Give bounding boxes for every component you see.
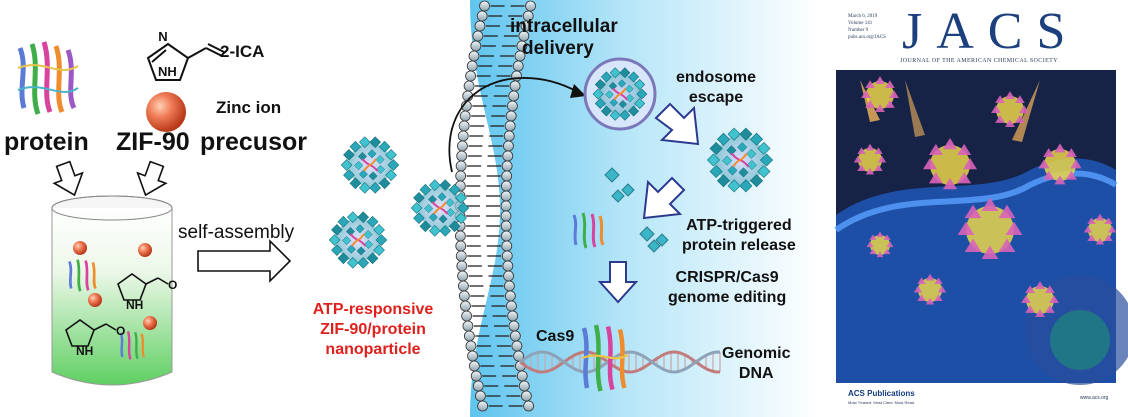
genomic-line1: Genomic <box>722 345 791 362</box>
genomic-line2: DNA <box>738 365 774 382</box>
endosome-label: endosome escape <box>676 68 756 108</box>
cover-nanoparticle <box>1083 213 1117 245</box>
cover-number: Number 9 <box>848 28 869 33</box>
cover-nanoparticle <box>957 197 1023 260</box>
ica-molecule-top <box>146 42 225 81</box>
crispr-label: CRISPR/Cas9 genome editing <box>668 268 786 308</box>
uptake-arrow <box>448 77 579 173</box>
ica-nh-label: NH <box>158 64 177 79</box>
cover-logo: JACS <box>902 3 1080 60</box>
protein-structure <box>17 41 79 115</box>
process-arrows <box>597 102 700 304</box>
crispr-line2: genome editing <box>668 289 787 306</box>
reaction-tube <box>51 195 173 386</box>
cover-nanoparticle <box>1038 143 1082 185</box>
tube-nh-label-2: NH <box>76 344 94 358</box>
cover-nanoparticle <box>1021 281 1059 317</box>
atp-release-label: ATP-triggered protein release <box>682 216 796 256</box>
cover-tagline: Most Trusted. Most Cited. Most Read. <box>848 400 916 405</box>
atp-line1: ATP-triggered <box>686 217 792 234</box>
zif-fragments <box>604 167 669 253</box>
tube-protein-2 <box>119 331 146 360</box>
tube-o-label-1: O <box>168 278 178 292</box>
genomic-dna-label: Genomic DNA <box>722 344 790 384</box>
nanoparticle-label-line2: ZIF-90/protein <box>320 321 426 338</box>
nanoparticle-outside-1 <box>340 136 400 194</box>
nanoparticle-label-line1: ATP-responsive <box>312 301 434 318</box>
tube-o-label-2: O <box>116 324 126 338</box>
cover-nanoparticle <box>853 143 887 175</box>
ica-molecule-tube-1 <box>117 273 169 301</box>
crispr-line1: CRISPR/Cas9 <box>675 269 779 286</box>
nanoparticle-endosome <box>592 67 648 121</box>
cover-volume: Volume 141 <box>848 21 873 26</box>
svg-text:N: N <box>158 29 167 44</box>
endosome-line1: endosome <box>676 69 757 86</box>
protein-label: protein <box>4 128 89 156</box>
cover-nanoparticle <box>861 76 899 112</box>
endosome-line2: escape <box>688 89 744 106</box>
self-assembly-label: self-assembly <box>178 222 295 243</box>
nanoparticle-label-line3: nanoparticle <box>325 341 421 358</box>
cas9-protein <box>581 324 629 392</box>
nanoparticle-outside-2 <box>410 179 470 237</box>
released-protein <box>572 212 605 249</box>
down-arrows <box>52 160 168 197</box>
self-assembly-arrow <box>197 239 292 283</box>
atp-line2: protein release <box>682 237 796 254</box>
cover-publisher: ACS Publications <box>848 389 915 398</box>
cover-nanoparticle <box>913 273 947 305</box>
cover-nanoparticle <box>866 231 894 258</box>
cover-journal-name: JOURNAL OF THE AMERICAN CHEMICAL SOCIETY <box>900 58 1058 64</box>
ica-molecule-tube-2 <box>65 319 117 347</box>
intracellular-line1: intracellular <box>510 16 618 37</box>
cas9-label: Cas9 <box>536 328 575 345</box>
cover-nanoparticle <box>923 138 977 190</box>
cover-url: pubs.acs.org/JACS <box>848 35 886 40</box>
cover-nanoparticle <box>991 91 1029 127</box>
cover-date: March 6, 2019 <box>848 14 878 19</box>
ica-label: 2-ICA <box>220 42 265 61</box>
nanoparticle-outside-3 <box>328 211 388 269</box>
tube-nh-label-1: NH <box>126 298 144 312</box>
cover-artwork <box>834 70 1128 385</box>
precursor-label: precusor <box>200 128 307 156</box>
nanoparticle-escaped <box>706 127 774 193</box>
zinc-label: Zinc ion <box>216 98 282 117</box>
intracellular-label: intracellular delivery <box>510 16 618 60</box>
intracellular-line2: delivery <box>522 38 594 59</box>
nanoparticle-label: ATP-responsive ZIF-90/protein nanopartic… <box>298 300 448 360</box>
tube-protein-1 <box>68 259 97 292</box>
zif-label: ZIF-90 <box>116 128 190 156</box>
cover-site: www.acs.org <box>1080 395 1109 401</box>
zinc-ion-sphere <box>146 92 186 132</box>
lipid-bilayer <box>454 0 536 412</box>
